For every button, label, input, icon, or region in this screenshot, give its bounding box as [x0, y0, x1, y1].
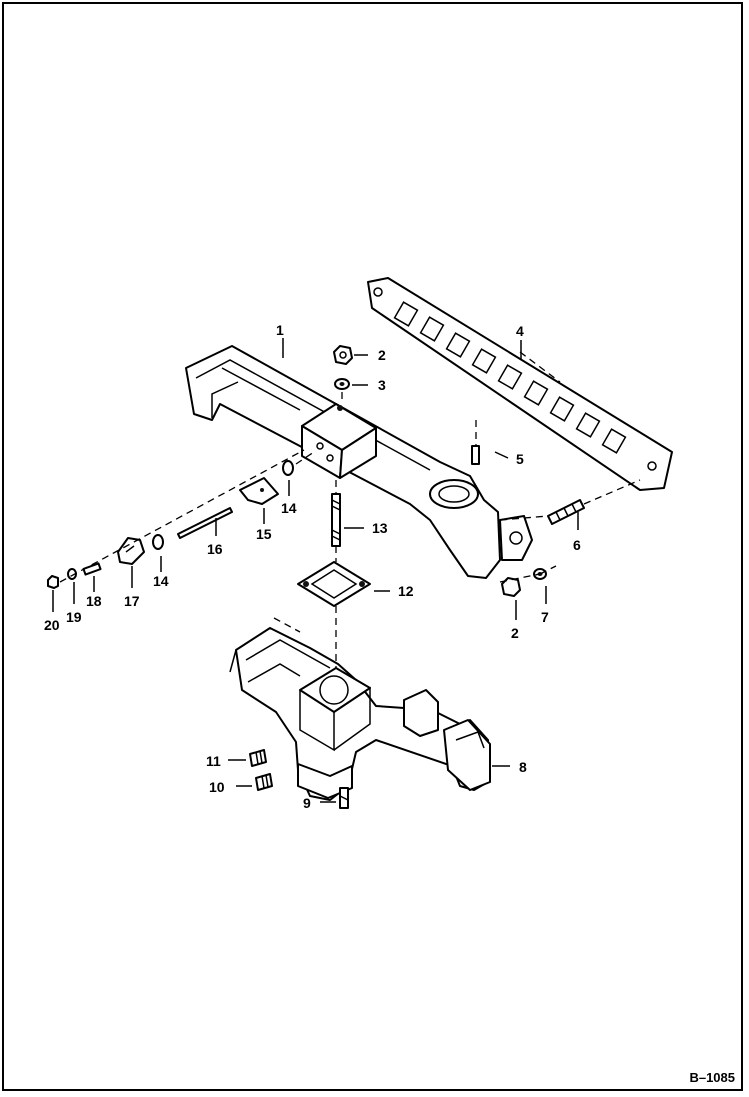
- callout-19: 19: [66, 609, 82, 625]
- callout-14-upper: 14: [281, 500, 297, 516]
- washer-14-upper: [282, 460, 294, 476]
- callout-15: 15: [256, 526, 272, 542]
- stud-short: [471, 445, 480, 465]
- drawing-reference-code: B–1085: [689, 1070, 735, 1085]
- stud-6: [547, 499, 585, 525]
- callout-12: 12: [398, 583, 414, 599]
- callout-7: 7: [541, 609, 549, 625]
- bracket-15: [239, 477, 279, 505]
- callout-3: 3: [378, 377, 386, 393]
- washer-14-lower: [152, 534, 164, 550]
- callout-16: 16: [207, 541, 223, 557]
- callout-13: 13: [372, 520, 388, 536]
- nut-20: [47, 575, 59, 589]
- plug-11: [249, 749, 267, 767]
- assembly-guide-lines: [59, 351, 641, 668]
- callout-1: 1: [276, 322, 284, 338]
- callout-9: 9: [303, 795, 311, 811]
- callout-4: 4: [516, 323, 524, 339]
- callout-labels: 1 2 3 4 5 6 7 2 8 9 10 11 12 13 14 15 16…: [44, 322, 581, 811]
- callout-20: 20: [44, 617, 60, 633]
- callout-10: 10: [209, 779, 225, 795]
- clip-17: [117, 537, 145, 565]
- exhaust-manifold: [229, 627, 491, 801]
- callout-18: 18: [86, 593, 102, 609]
- callout-2-lower: 2: [511, 625, 519, 641]
- long-stud: [331, 493, 341, 547]
- callout-14-lower: 14: [153, 573, 169, 589]
- callout-17: 17: [124, 593, 140, 609]
- flange-gasket: [297, 561, 371, 607]
- manifold-gasket: [367, 277, 673, 491]
- callout-5: 5: [516, 451, 524, 467]
- stud-9: [339, 787, 349, 809]
- rod-16: [177, 507, 233, 539]
- callout-6: 6: [573, 537, 581, 553]
- screw-18: [82, 562, 102, 576]
- callout-2-upper: 2: [378, 347, 386, 363]
- nut-top: [333, 345, 353, 365]
- callout-8: 8: [519, 759, 527, 775]
- manifold-flange-block: [301, 403, 377, 479]
- plug-10: [255, 773, 273, 791]
- callout-11: 11: [206, 753, 221, 769]
- nut-lower: [501, 577, 521, 597]
- washer-top: [334, 378, 350, 390]
- callout-leaders: [52, 338, 579, 803]
